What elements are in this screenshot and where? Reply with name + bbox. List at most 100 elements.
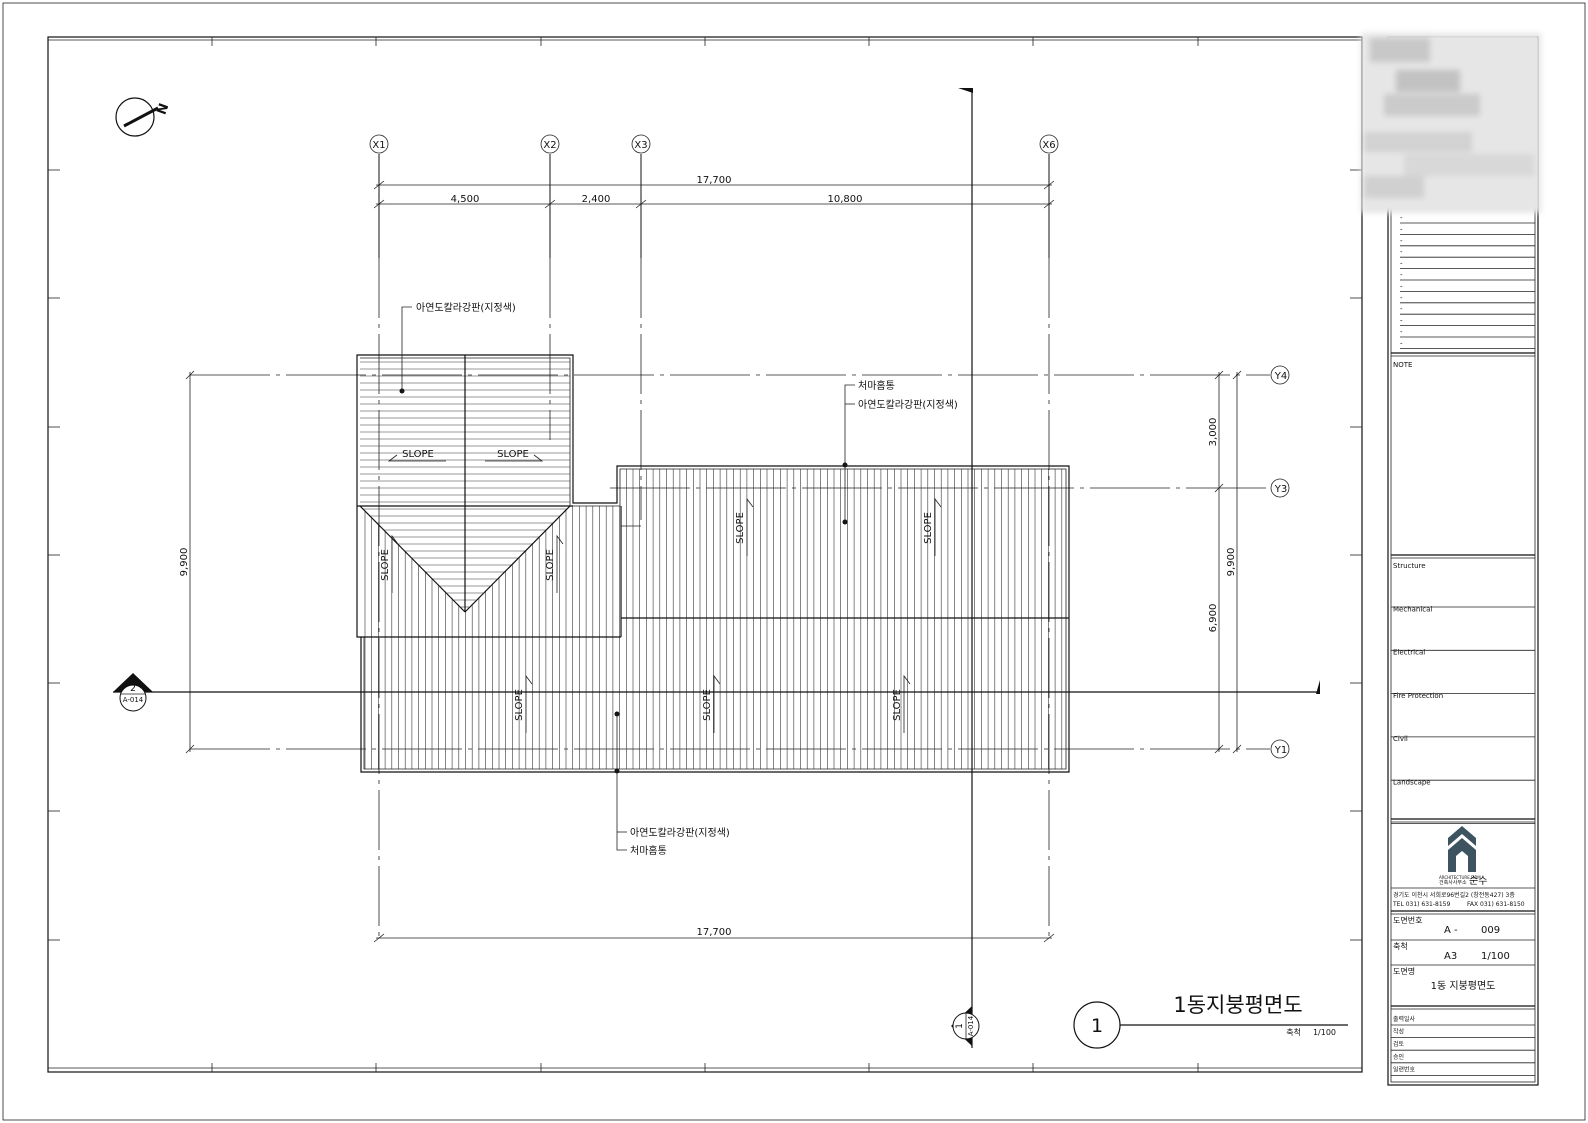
slope-v5-label: SLOPE: [514, 689, 525, 721]
slope-v7-label: SLOPE: [892, 689, 903, 721]
discipline-label: Mechanical: [1393, 605, 1432, 613]
slope-h2-label: SLOPE: [497, 449, 529, 460]
drawing-name: 1동 지붕평면도: [1431, 980, 1496, 992]
grid-x1: X1: [369, 134, 389, 154]
callout-a-line1: 아연도칼라강판(지정색): [416, 301, 516, 314]
slope-v4: SLOPE: [923, 497, 942, 556]
dim-top-seg1: 4,500: [451, 194, 480, 205]
dim-top-seg3: 10,800: [828, 194, 863, 205]
title-block: ------------ NOTE StructureMechanicalEle…: [1361, 33, 1541, 1086]
hatch-vertical: [364, 469, 1063, 769]
grid-x6-label: X6: [1042, 140, 1055, 151]
discipline-label: Civil: [1393, 735, 1408, 743]
revision-mark: -: [1400, 248, 1403, 256]
revision-mark: -: [1400, 328, 1403, 336]
slope-v6-label: SLOPE: [702, 689, 713, 721]
revision-mark: -: [1400, 294, 1403, 302]
slope-v7: SLOPE: [892, 674, 911, 733]
revision-mark: -: [1400, 339, 1403, 347]
revision-mark: -: [1400, 305, 1403, 313]
grid-x2: X2: [540, 134, 560, 154]
grid-x6: X6: [1039, 134, 1059, 154]
callout-gutter-center: 처마홈통 아연도칼라강판(지정색): [842, 379, 958, 525]
slope-v1: SLOPE: [380, 534, 399, 593]
slope-v2-label: SLOPE: [545, 549, 556, 581]
slope-v4-label: SLOPE: [923, 512, 934, 544]
drawing-no-label: 도면번호: [1393, 915, 1422, 925]
slope-v1-label: SLOPE: [380, 549, 391, 581]
grid-y1: Y1: [1270, 739, 1290, 759]
dim-right-total: 9,900: [1226, 548, 1237, 577]
discipline-label: Landscape: [1393, 779, 1431, 787]
revision-mark: -: [1400, 214, 1403, 222]
roof-outline: [356, 354, 1070, 773]
grid-x2-label: X2: [543, 140, 556, 151]
section-marker-sheet: A-014: [123, 696, 144, 704]
bottom-row-label: 작성: [1393, 1028, 1404, 1036]
grid-x3-label: X3: [634, 140, 647, 151]
section-marker-b-number: 1: [955, 1023, 965, 1029]
valley-left: [359, 505, 466, 613]
frame-ticks: [48, 37, 1362, 1072]
dim-right-upper: 3,000: [1208, 418, 1219, 447]
drawing-name-label: 도면명: [1393, 966, 1415, 976]
drawing-title-scale-label: 축척: [1286, 1028, 1301, 1037]
firm-tel: TEL 031) 631-8159: [1392, 901, 1450, 908]
section-marker-bottom: 1 A-014: [951, 1006, 980, 1046]
dim-left-total: 9,900: [179, 548, 190, 577]
slope-v3-label: SLOPE: [735, 512, 746, 544]
revision-mark: -: [1400, 282, 1403, 290]
slope-v3: SLOPE: [735, 497, 754, 556]
section-marker-number: 2: [130, 684, 136, 694]
dimension-bottom: 17,700: [373, 927, 1055, 943]
drawing-title-scale-value: 1/100: [1313, 1028, 1336, 1037]
dim-top-seg2: 2,400: [582, 194, 611, 205]
discipline-label: Structure: [1393, 562, 1426, 570]
scale-label: 축척: [1393, 942, 1408, 951]
slope-v2: SLOPE: [545, 534, 564, 593]
slope-labels: SLOPE SLOPE SLOPE SLOPE SLOPE SLOPE SLOP…: [380, 449, 942, 733]
revision-rows: ------------: [1400, 214, 1535, 349]
grid-y4: Y4: [1270, 365, 1290, 385]
dim-right-lower: 6,900: [1208, 604, 1219, 633]
grid-y3-label: Y3: [1274, 484, 1287, 495]
titleblock-scale-value: 1/100: [1481, 951, 1510, 962]
dimensions-top: 17,700 4,500 2,400 10,800: [373, 175, 1055, 209]
drawing-title-number: 1: [1091, 1015, 1103, 1037]
note-label: NOTE: [1393, 361, 1412, 369]
firm-sub: 건축사사무소: [1439, 879, 1467, 886]
drawing-no-value: 009: [1481, 925, 1500, 936]
discipline-label: Fire Protection: [1393, 692, 1443, 700]
dim-top-total: 17,700: [697, 175, 732, 186]
callout-roof-sheet-top: 아연도칼라강판(지정색): [399, 301, 516, 394]
grid-y1-label: Y1: [1274, 745, 1287, 756]
drawing-title: 1 1동지붕평면도 축척 1/100: [1073, 993, 1348, 1049]
callout-roof-sheet-bottom: 아연도칼라강판(지정색) 처마홈통: [614, 711, 730, 857]
slope-h1-label: SLOPE: [402, 449, 434, 460]
firm-name: 순수: [1469, 875, 1487, 887]
section-line-vertical: [958, 88, 973, 1048]
revision-mark: -: [1400, 225, 1403, 233]
drawing-no-prefix: A -: [1444, 925, 1458, 936]
bottom-row-label: 검토: [1393, 1041, 1405, 1048]
north-letter: N: [155, 101, 173, 116]
north-arrow-icon: N: [115, 97, 173, 137]
slope-h2: SLOPE: [485, 449, 544, 462]
callout-c-line1: 아연도칼라강판(지정색): [630, 826, 730, 839]
dimension-left: 9,900: [179, 370, 195, 754]
grid-lines: [190, 154, 1270, 940]
grid-x3: X3: [631, 134, 651, 154]
grid-y3: Y3: [1270, 478, 1290, 498]
drawing-frame: [47, 36, 1363, 1073]
grid-y4-label: Y4: [1274, 371, 1287, 382]
callout-c-line2: 처마홈통: [630, 844, 667, 857]
firm-small: ARCHITECTURE FIRM: [1439, 875, 1481, 880]
grid-x1-label: X1: [372, 140, 385, 151]
paper-size: A3: [1444, 951, 1457, 962]
slope-v5: SLOPE: [514, 674, 533, 733]
section-line-horizontal: [113, 680, 1320, 694]
bottom-row-label: 승인: [1393, 1054, 1404, 1061]
